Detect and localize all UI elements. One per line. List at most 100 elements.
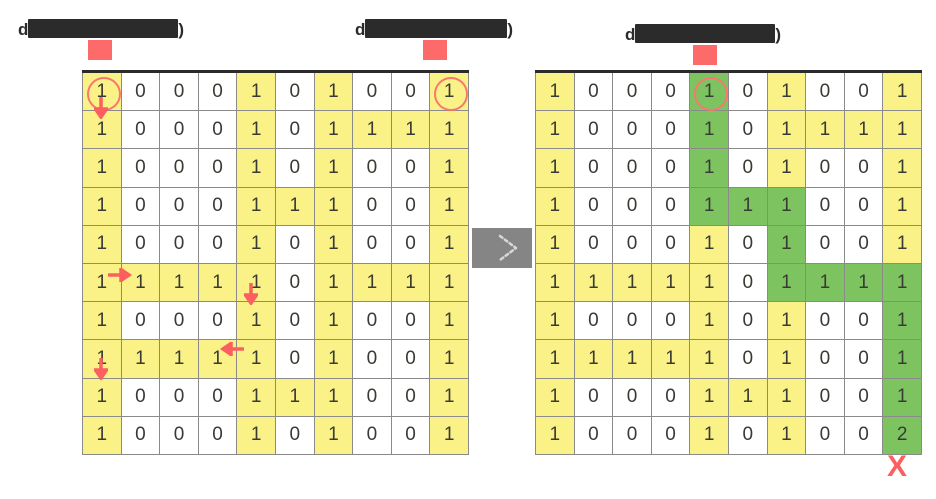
- cell-r8-c4[interactable]: 1: [197, 339, 238, 379]
- cell-r1-c5[interactable]: 1: [689, 70, 729, 112]
- cell-r6-c10[interactable]: 1: [429, 262, 469, 303]
- cell-r8-c2[interactable]: 1: [573, 339, 614, 379]
- cell-r5-c7[interactable]: 1: [313, 224, 354, 264]
- cell-r3-c1[interactable]: 1: [82, 148, 122, 188]
- cell-r3-c7[interactable]: 1: [766, 148, 807, 188]
- cell-r6-c4[interactable]: 1: [197, 262, 238, 303]
- cell-r10-c6[interactable]: 0: [274, 415, 315, 455]
- cell-r5-c9[interactable]: 0: [843, 224, 884, 264]
- cell-r3-c8[interactable]: 0: [352, 148, 392, 188]
- cell-r4-c1[interactable]: 1: [535, 186, 575, 226]
- cell-r3-c2[interactable]: 0: [573, 148, 614, 188]
- cell-r10-c4[interactable]: 0: [197, 415, 238, 455]
- cell-r1-c6[interactable]: 0: [274, 70, 315, 112]
- cell-r1-c8[interactable]: 0: [805, 70, 845, 112]
- cell-r3-c8[interactable]: 0: [805, 148, 845, 188]
- cell-r3-c4[interactable]: 0: [197, 148, 238, 188]
- cell-r6-c9[interactable]: 1: [390, 262, 431, 303]
- cell-r10-c1[interactable]: 1: [82, 415, 122, 455]
- cell-r8-c7[interactable]: 1: [313, 339, 354, 379]
- cell-r8-c10[interactable]: 1: [429, 339, 469, 379]
- cell-r3-c9[interactable]: 0: [843, 148, 884, 188]
- cell-r9-c1[interactable]: 1: [535, 377, 575, 417]
- cell-r7-c2[interactable]: 0: [573, 301, 614, 341]
- cell-r8-c3[interactable]: 1: [159, 339, 199, 379]
- cell-r8-c10[interactable]: 1: [882, 339, 922, 379]
- cell-r4-c10[interactable]: 1: [882, 186, 922, 226]
- cell-r7-c6[interactable]: 0: [274, 301, 315, 341]
- cell-r8-c3[interactable]: 1: [612, 339, 652, 379]
- cell-r7-c9[interactable]: 0: [390, 301, 431, 341]
- cell-r6-c2[interactable]: 1: [573, 262, 614, 303]
- cell-r5-c7[interactable]: 1: [766, 224, 807, 264]
- cell-r5-c6[interactable]: 0: [274, 224, 315, 264]
- cell-r9-c3[interactable]: 0: [159, 377, 199, 417]
- cell-r2-c3[interactable]: 0: [612, 110, 652, 150]
- cell-r1-c1[interactable]: 1: [535, 70, 575, 112]
- cell-r7-c10[interactable]: 1: [882, 301, 922, 341]
- cell-r3-c6[interactable]: 0: [727, 148, 768, 188]
- cell-r5-c2[interactable]: 0: [120, 224, 161, 264]
- cell-r9-c2[interactable]: 0: [573, 377, 614, 417]
- cell-r10-c5[interactable]: 1: [236, 415, 276, 455]
- cell-r7-c8[interactable]: 0: [805, 301, 845, 341]
- cell-r3-c10[interactable]: 1: [429, 148, 469, 188]
- cell-r3-c3[interactable]: 0: [612, 148, 652, 188]
- cell-r3-c5[interactable]: 1: [689, 148, 729, 188]
- cell-r9-c3[interactable]: 0: [612, 377, 652, 417]
- cell-r6-c6[interactable]: 0: [274, 262, 315, 303]
- cell-r3-c2[interactable]: 0: [120, 148, 161, 188]
- cell-r3-c10[interactable]: 1: [882, 148, 922, 188]
- cell-r9-c9[interactable]: 0: [390, 377, 431, 417]
- cell-r7-c5[interactable]: 1: [236, 301, 276, 341]
- cell-r7-c8[interactable]: 0: [352, 301, 392, 341]
- cell-r7-c1[interactable]: 1: [535, 301, 575, 341]
- cell-r6-c5[interactable]: 1: [689, 262, 729, 303]
- cell-r2-c2[interactable]: 0: [573, 110, 614, 150]
- cell-r7-c3[interactable]: 0: [159, 301, 199, 341]
- cell-r9-c4[interactable]: 0: [197, 377, 238, 417]
- cell-r10-c10[interactable]: 2: [882, 415, 922, 455]
- cell-r2-c6[interactable]: 0: [274, 110, 315, 150]
- cell-r5-c10[interactable]: 1: [882, 224, 922, 264]
- cell-r6-c9[interactable]: 1: [843, 262, 884, 303]
- cell-r2-c4[interactable]: 0: [197, 110, 238, 150]
- cell-r4-c1[interactable]: 1: [82, 186, 122, 226]
- cell-r5-c4[interactable]: 0: [197, 224, 238, 264]
- cell-r1-c5[interactable]: 1: [236, 70, 276, 112]
- cell-r7-c3[interactable]: 0: [612, 301, 652, 341]
- cell-r10-c5[interactable]: 1: [689, 415, 729, 455]
- cell-r4-c2[interactable]: 0: [573, 186, 614, 226]
- cell-r10-c8[interactable]: 0: [805, 415, 845, 455]
- cell-r8-c1[interactable]: 1: [535, 339, 575, 379]
- cell-r8-c9[interactable]: 0: [390, 339, 431, 379]
- cell-r9-c7[interactable]: 1: [313, 377, 354, 417]
- cell-r9-c5[interactable]: 1: [236, 377, 276, 417]
- cell-r2-c6[interactable]: 0: [727, 110, 768, 150]
- cell-r7-c5[interactable]: 1: [689, 301, 729, 341]
- cell-r1-c1[interactable]: 1: [82, 70, 122, 112]
- cell-r3-c3[interactable]: 0: [159, 148, 199, 188]
- cell-r7-c7[interactable]: 1: [313, 301, 354, 341]
- cell-r4-c4[interactable]: 0: [650, 186, 691, 226]
- cell-r4-c8[interactable]: 0: [352, 186, 392, 226]
- cell-r9-c5[interactable]: 1: [689, 377, 729, 417]
- cell-r9-c6[interactable]: 1: [274, 377, 315, 417]
- cell-r4-c5[interactable]: 1: [689, 186, 729, 226]
- cell-r5-c2[interactable]: 0: [573, 224, 614, 264]
- cell-r2-c1[interactable]: 1: [82, 110, 122, 150]
- cell-r6-c1[interactable]: 1: [535, 262, 575, 303]
- cell-r7-c1[interactable]: 1: [82, 301, 122, 341]
- cell-r6-c5[interactable]: 1: [236, 262, 276, 303]
- cell-r10-c4[interactable]: 0: [650, 415, 691, 455]
- cell-r2-c7[interactable]: 1: [766, 110, 807, 150]
- cell-r6-c7[interactable]: 1: [313, 262, 354, 303]
- cell-r7-c6[interactable]: 0: [727, 301, 768, 341]
- cell-r9-c9[interactable]: 0: [843, 377, 884, 417]
- cell-r6-c2[interactable]: 1: [120, 262, 161, 303]
- cell-r3-c5[interactable]: 1: [236, 148, 276, 188]
- cell-r10-c7[interactable]: 1: [313, 415, 354, 455]
- cell-r1-c2[interactable]: 0: [573, 70, 614, 112]
